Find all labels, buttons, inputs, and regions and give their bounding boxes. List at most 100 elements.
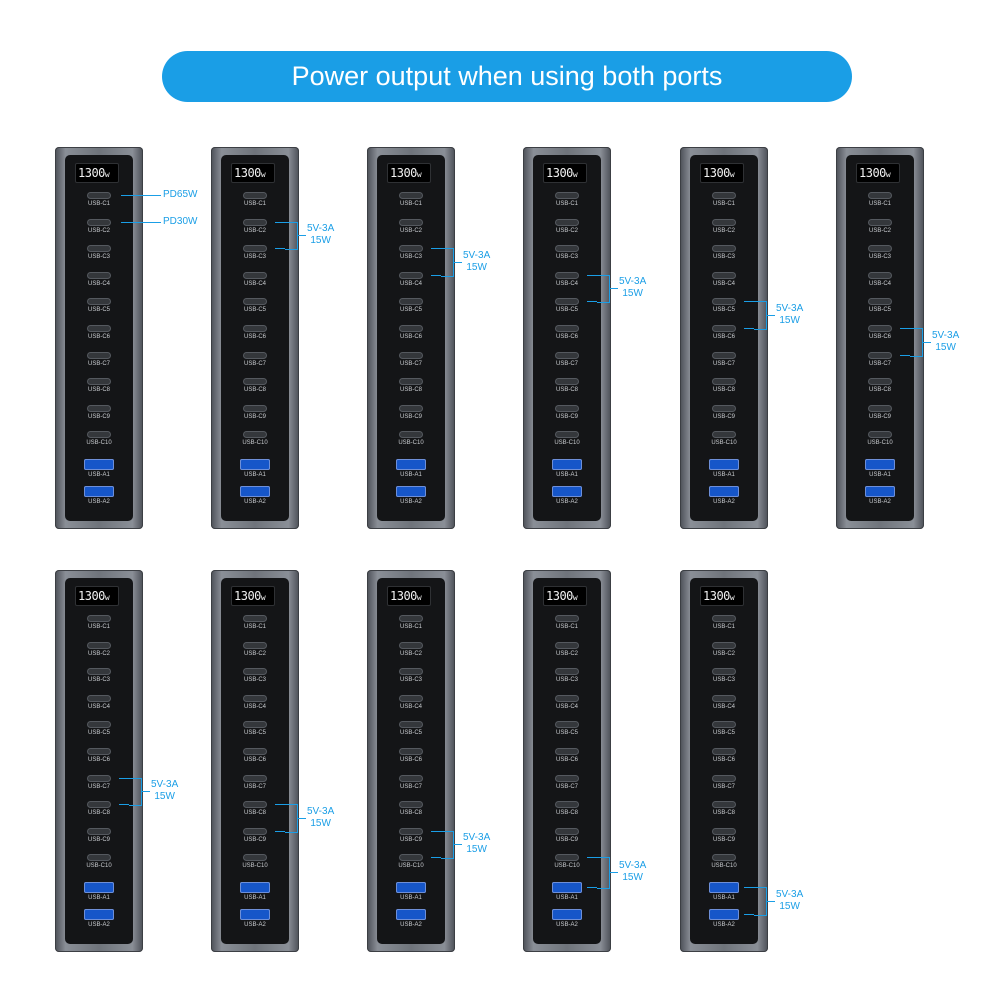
usb-a-port[interactable] [552,909,582,920]
usb-a-port[interactable] [84,909,114,920]
usb-c-port[interactable] [869,246,891,251]
usb-c-port[interactable] [244,696,266,701]
usb-c-port[interactable] [88,246,110,251]
usb-c-port[interactable] [244,749,266,754]
usb-c-port[interactable] [244,669,266,674]
usb-c-port[interactable] [869,379,891,384]
usb-c-port[interactable] [400,749,422,754]
usb-c-port[interactable] [556,193,578,198]
usb-c-port[interactable] [88,669,110,674]
usb-c-port[interactable] [88,616,110,621]
usb-c-port[interactable] [400,802,422,807]
usb-c-port[interactable] [88,643,110,648]
usb-c-port[interactable] [556,802,578,807]
usb-a-port[interactable] [709,459,739,470]
usb-c-port[interactable] [88,829,110,834]
usb-c-port[interactable] [244,855,266,860]
usb-c-port[interactable] [244,246,266,251]
usb-c-port[interactable] [713,406,735,411]
usb-a-port[interactable] [84,486,114,497]
usb-c-port[interactable] [556,616,578,621]
usb-c-port[interactable] [713,749,735,754]
usb-c-port[interactable] [713,722,735,727]
usb-c-port[interactable] [400,855,422,860]
usb-c-port[interactable] [869,220,891,225]
usb-a-port[interactable] [240,486,270,497]
usb-c-port[interactable] [88,696,110,701]
usb-c-port[interactable] [556,273,578,278]
usb-a-port[interactable] [396,882,426,893]
usb-c-port[interactable] [713,855,735,860]
usb-c-port[interactable] [400,273,422,278]
usb-c-port[interactable] [88,326,110,331]
usb-c-port[interactable] [88,432,110,437]
usb-c-port[interactable] [244,379,266,384]
usb-c-port[interactable] [244,273,266,278]
usb-c-port[interactable] [869,353,891,358]
usb-c-port[interactable] [88,776,110,781]
usb-c-port[interactable] [713,616,735,621]
usb-c-port[interactable] [713,432,735,437]
usb-c-port[interactable] [244,643,266,648]
usb-a-port[interactable] [865,459,895,470]
usb-c-port[interactable] [713,776,735,781]
usb-c-port[interactable] [88,273,110,278]
usb-a-port[interactable] [709,486,739,497]
usb-c-port[interactable] [713,379,735,384]
usb-c-port[interactable] [244,722,266,727]
usb-c-port[interactable] [400,299,422,304]
usb-c-port[interactable] [869,273,891,278]
usb-c-port[interactable] [713,193,735,198]
usb-c-port[interactable] [244,353,266,358]
usb-c-port[interactable] [244,829,266,834]
usb-c-port[interactable] [88,379,110,384]
usb-c-port[interactable] [400,379,422,384]
usb-c-port[interactable] [556,643,578,648]
usb-a-port[interactable] [709,909,739,920]
usb-c-port[interactable] [556,669,578,674]
usb-c-port[interactable] [556,855,578,860]
usb-a-port[interactable] [84,459,114,470]
usb-c-port[interactable] [88,855,110,860]
usb-c-port[interactable] [88,220,110,225]
usb-c-port[interactable] [244,802,266,807]
usb-c-port[interactable] [869,299,891,304]
usb-c-port[interactable] [713,326,735,331]
usb-c-port[interactable] [713,829,735,834]
usb-c-port[interactable] [400,776,422,781]
usb-a-port[interactable] [709,882,739,893]
usb-c-port[interactable] [88,353,110,358]
usb-c-port[interactable] [88,406,110,411]
usb-c-port[interactable] [244,326,266,331]
usb-c-port[interactable] [400,696,422,701]
usb-a-port[interactable] [240,459,270,470]
usb-c-port[interactable] [869,406,891,411]
usb-c-port[interactable] [400,669,422,674]
usb-c-port[interactable] [556,406,578,411]
usb-c-port[interactable] [869,193,891,198]
usb-c-port[interactable] [713,246,735,251]
usb-c-port[interactable] [400,406,422,411]
usb-c-port[interactable] [713,669,735,674]
usb-c-port[interactable] [556,432,578,437]
usb-c-port[interactable] [400,353,422,358]
usb-c-port[interactable] [556,353,578,358]
usb-a-port[interactable] [396,459,426,470]
usb-c-port[interactable] [556,776,578,781]
usb-c-port[interactable] [400,722,422,727]
usb-c-port[interactable] [556,829,578,834]
usb-c-port[interactable] [88,193,110,198]
usb-c-port[interactable] [713,299,735,304]
usb-c-port[interactable] [556,749,578,754]
usb-a-port[interactable] [552,486,582,497]
usb-c-port[interactable] [400,643,422,648]
usb-c-port[interactable] [244,776,266,781]
usb-c-port[interactable] [400,432,422,437]
usb-c-port[interactable] [713,696,735,701]
usb-a-port[interactable] [865,486,895,497]
usb-a-port[interactable] [84,882,114,893]
usb-c-port[interactable] [244,406,266,411]
usb-c-port[interactable] [244,220,266,225]
usb-c-port[interactable] [556,246,578,251]
usb-c-port[interactable] [400,326,422,331]
